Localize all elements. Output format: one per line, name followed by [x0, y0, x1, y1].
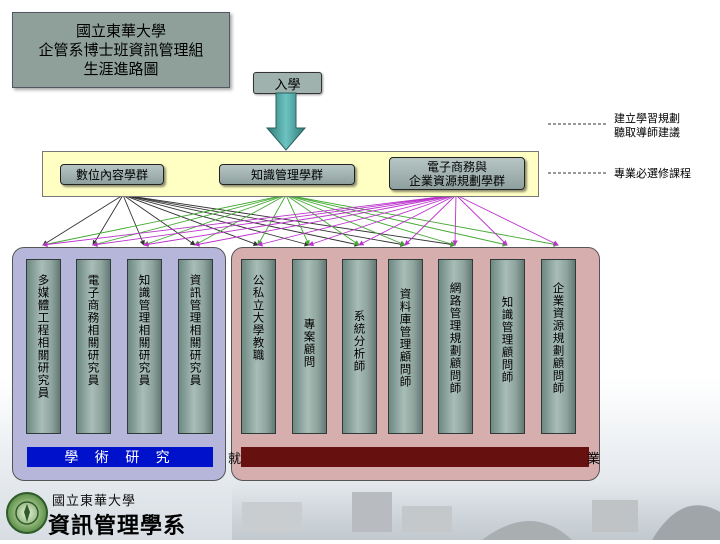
- cluster-label: 數位內容學群: [75, 167, 148, 182]
- title-line-program: 企管系博士班資訊管理組: [38, 40, 204, 59]
- connector-line: [122, 194, 406, 247]
- connector-line: [285, 194, 508, 247]
- note-learning-plan: 建立學習規劃 聽取導師建議: [614, 112, 680, 140]
- career-knowledge-consultant[interactable]: 知識管理顧問師: [490, 259, 525, 434]
- connector-line: [122, 194, 456, 247]
- logo-emblem-icon: [15, 501, 39, 525]
- title-line-university: 國立東華大學: [75, 21, 166, 40]
- connector-line: [42, 194, 287, 247]
- connector-line: [122, 194, 196, 246]
- connector-line: [455, 194, 508, 246]
- career-infomgmt-researcher[interactable]: 資訊管理相關研究員: [178, 259, 213, 434]
- connector-line: [285, 194, 406, 246]
- career-label: 企業資源規劃顧問師: [551, 282, 566, 395]
- career-university-faculty[interactable]: 公私立大學教職: [241, 259, 276, 434]
- connector-line: [285, 194, 559, 247]
- career-label: 資訊管理相關研究員: [188, 274, 203, 387]
- career-multimedia-researcher[interactable]: 多媒體工程相關研究員: [26, 259, 61, 434]
- career-knowledge-researcher[interactable]: 知識管理相關研究員: [127, 259, 162, 434]
- connector-line: [285, 194, 456, 247]
- career-label: 公私立大學教職: [251, 274, 266, 362]
- connector-line: [42, 194, 457, 248]
- career-label: 網路管理規劃顧問師: [448, 282, 463, 395]
- academic-research-bar: 學 術 研 究: [27, 447, 213, 467]
- career-erp-consultant[interactable]: 企業資源規劃顧問師: [541, 259, 576, 434]
- cluster-knowledge-management[interactable]: 知識管理學群: [219, 164, 355, 185]
- title-box: 國立東華大學 企管系博士班資訊管理組 生涯進路圖: [12, 12, 230, 88]
- note-required-label: 專業必選修課程: [614, 167, 691, 180]
- note-line-2: 聽取導師建議: [614, 126, 680, 139]
- career-label: 電子商務相關研究員: [86, 274, 101, 387]
- connector-line: [122, 194, 145, 246]
- cluster-label-line2: 企業資源規劃學群: [408, 173, 505, 188]
- connector-line: [143, 194, 287, 247]
- connector-line: [42, 194, 124, 246]
- connector-line: [257, 194, 457, 247]
- campus-photo-backdrop: [232, 482, 720, 540]
- career-ecommerce-researcher[interactable]: 電子商務相關研究員: [76, 259, 111, 434]
- cluster-label: 知識管理學群: [250, 167, 323, 182]
- connector-line: [358, 194, 457, 246]
- career-network-consultant[interactable]: 網路管理規劃顧問師: [438, 259, 473, 434]
- title-line-roadmap: 生涯進路圖: [83, 59, 159, 78]
- cluster-to-career-lines: [42, 194, 559, 248]
- note-line-1: 建立學習規劃: [614, 112, 680, 125]
- connector-line: [404, 194, 457, 246]
- career-label: 專案顧問: [302, 318, 317, 368]
- career-label: 知識管理相關研究員: [137, 274, 152, 387]
- career-project-consultant[interactable]: 專案顧問: [292, 259, 327, 434]
- entry-node: 入學: [253, 72, 322, 94]
- connector-line: [308, 194, 457, 247]
- note-required-courses: 專業必選修課程: [614, 167, 691, 181]
- cluster-digital-content[interactable]: 數位內容學群: [60, 164, 164, 185]
- connector-line: [92, 194, 287, 247]
- employment-label-left: 就: [228, 452, 242, 467]
- cluster-label-line1: 電子商務與: [426, 159, 487, 174]
- connector-line: [92, 194, 457, 248]
- career-label: 知識管理顧問師: [500, 296, 515, 384]
- academic-research-label: 學 術 研 究: [64, 450, 176, 466]
- employment-label-right: 業: [587, 452, 601, 467]
- career-label: 資料庫管理顧問師: [398, 288, 413, 388]
- connector-line: [455, 194, 559, 246]
- connector-line: [143, 194, 457, 247]
- connector-line: [194, 194, 457, 247]
- career-label: 多媒體工程相關研究員: [36, 274, 51, 399]
- entry-label: 入學: [274, 77, 301, 93]
- university-logo: [6, 492, 48, 534]
- career-database-consultant[interactable]: 資料庫管理顧問師: [388, 259, 423, 434]
- cluster-ecommerce-erp[interactable]: 電子商務與 企業資源規劃學群: [389, 157, 525, 190]
- career-systems-analyst[interactable]: 系統分析師: [342, 259, 377, 434]
- career-label: 系統分析師: [352, 310, 367, 373]
- campus-buildings-icon: [242, 492, 720, 540]
- connector-line: [285, 194, 360, 246]
- footer-university-name: 國立東華大學: [52, 494, 137, 509]
- entry-down-arrow: [265, 92, 307, 151]
- employment-bar: [241, 447, 589, 467]
- connector-line: [194, 194, 287, 246]
- footer-department-name: 資訊管理學系: [48, 513, 187, 539]
- connector-line: [92, 194, 124, 246]
- connector-line: [452, 194, 458, 246]
